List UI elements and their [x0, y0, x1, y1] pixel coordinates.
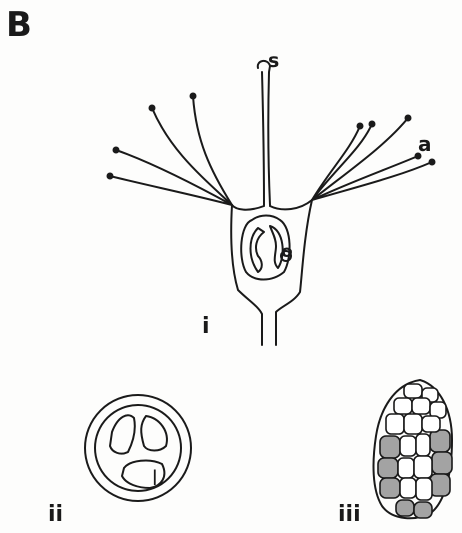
label-part-ii: ii: [48, 504, 63, 526]
locule-right: [141, 416, 167, 451]
cross-section-drawing: [85, 395, 191, 501]
style-column: [258, 61, 270, 205]
flower-drawing: [107, 61, 436, 345]
cross-section-inner-ring: [95, 405, 181, 491]
locule-bottom: [122, 461, 164, 488]
panel-letter: B: [6, 8, 32, 42]
label-anther: a: [418, 134, 432, 154]
label-stigma: s: [268, 52, 279, 71]
ovary-outline: [231, 200, 312, 345]
ovule-left: [251, 228, 265, 272]
anther-filaments: [110, 96, 432, 205]
label-part-iii: iii: [338, 504, 361, 526]
locule-left: [110, 415, 135, 453]
label-part-i: i: [202, 316, 210, 338]
label-ovule: o: [281, 244, 293, 261]
cross-section-outer-ring: [85, 395, 191, 501]
label-locule: l: [152, 468, 158, 488]
